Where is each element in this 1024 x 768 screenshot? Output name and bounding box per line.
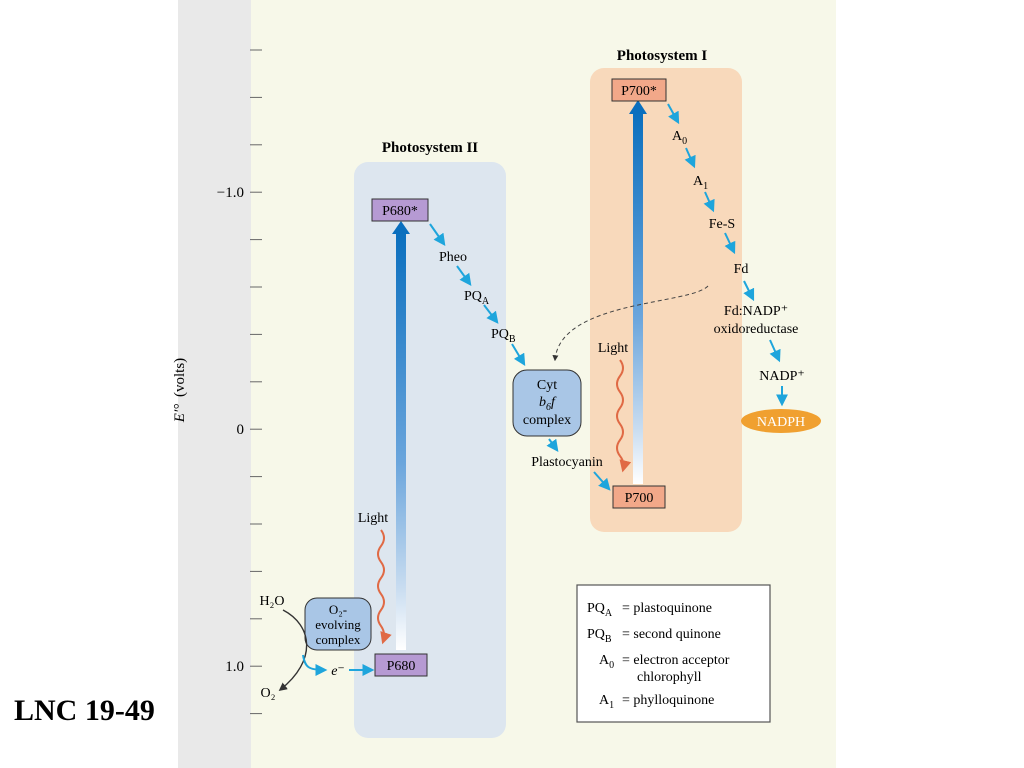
cyt-to-plastocyanin-arrow: [546, 438, 559, 452]
oxygen-evolving-complex: [304, 597, 372, 651]
y-axis-label: E′° (volts): [172, 358, 188, 423]
tick-label-plus-1: 1.0: [225, 659, 244, 675]
tick-label-0: 0: [237, 422, 245, 438]
water-label: H₂O: [259, 594, 284, 609]
oec-to-electron-arrow: [302, 654, 328, 676]
p680-label: P680: [387, 659, 416, 674]
cyclic-electron-flow-arrow: [552, 285, 709, 362]
pqb-to-cyt-arrow: [511, 343, 526, 367]
oxygen-label: O₂: [261, 686, 276, 701]
fd-label: Fd: [734, 262, 749, 277]
p700-label: P700: [625, 491, 654, 506]
ps1-energy-arrow: [633, 112, 643, 484]
legend-box: [576, 584, 771, 723]
electron-transport-chain: Pheo PQA PQB Cyt b6f complex Plastocyani…: [429, 103, 821, 491]
photosystem-2-title: Photosystem II: [382, 140, 478, 156]
p680-to-pheo-arrow: [429, 223, 446, 246]
photosystem-2-region: [354, 162, 506, 738]
ps2-light-label: Light: [358, 511, 388, 526]
photosystem-1-title: Photosystem I: [617, 48, 708, 64]
nadph-label: NADPH: [757, 415, 805, 430]
legend-def-a0: = electron acceptor: [622, 653, 730, 668]
slide-label: LNC 19-49: [14, 694, 155, 727]
p680-node: [374, 653, 428, 677]
photosystem-2: Photosystem II P680* P680 Light O₂- evol…: [259, 140, 506, 738]
ps2-energy-arrow: [396, 232, 406, 650]
p680-star-label: P680*: [382, 204, 418, 219]
axis-minor-ticks: [250, 49, 262, 715]
p680-star-node: [371, 198, 429, 222]
fnr-to-nadp-arrow: [769, 339, 781, 363]
plastocyanin-to-p700-arrow: [593, 471, 611, 491]
legend-def-pqa: = plastoquinone: [622, 601, 712, 616]
fes-label: Fe-S: [709, 217, 735, 232]
legend-def-pqb: = second quinone: [622, 627, 721, 642]
fnr-line-1: Fd:NADP⁺: [724, 304, 788, 319]
cyt-line-3: complex: [523, 413, 571, 428]
fes-to-fd-arrow: [724, 232, 736, 255]
photosystem-1: Photosystem I P700* P700 Light: [590, 48, 742, 532]
a0-to-a1-arrow: [684, 147, 696, 169]
p700-star-node: [611, 78, 667, 102]
p700-to-a0-arrow: [667, 103, 680, 125]
cyt-b6f-complex: [512, 369, 582, 437]
photosystem-1-region: [590, 68, 742, 532]
pqa-to-pqb-arrow: [483, 304, 499, 324]
p700-node: [612, 485, 666, 509]
cyt-line-1: Cyt: [537, 378, 557, 393]
oec-line-1: O₂-: [329, 602, 347, 617]
oec-line-2: evolving: [315, 617, 361, 632]
fd-to-fnr-arrow: [743, 280, 755, 302]
y-axis: E′° (volts) −1.0 0 1.0: [172, 49, 262, 715]
pheo-label: Pheo: [439, 250, 467, 265]
legend-def-a0-line-2: chlorophyll: [637, 670, 702, 685]
ps2-energy-arrowhead: [392, 221, 410, 234]
water-splitting-arrow: [278, 609, 308, 692]
nadp-label: NADP⁺: [759, 369, 805, 384]
p700-star-label: P700*: [621, 84, 657, 99]
ps2-light-arrow: [377, 529, 392, 645]
plastocyanin-label: Plastocyanin: [531, 455, 603, 470]
electron-label: e⁻: [331, 664, 345, 679]
legend-def-a1: = phylloquinone: [622, 693, 714, 708]
cyt-line-2: b6f: [539, 395, 557, 413]
pheo-to-pqa-arrow: [456, 265, 472, 286]
tick-label-minus-1: −1.0: [217, 185, 244, 201]
ps1-light-label: Light: [598, 341, 628, 356]
fnr-line-2: oxidoreductase: [714, 322, 799, 337]
oec-line-3: complex: [316, 632, 361, 647]
legend: PQA = plastoquinone PQB = second quinone…: [576, 584, 771, 723]
ps1-light-arrow: [616, 359, 632, 473]
ps1-energy-arrowhead: [629, 100, 647, 114]
a1-to-fes-arrow: [703, 191, 715, 213]
nadph-oval: [741, 409, 821, 433]
